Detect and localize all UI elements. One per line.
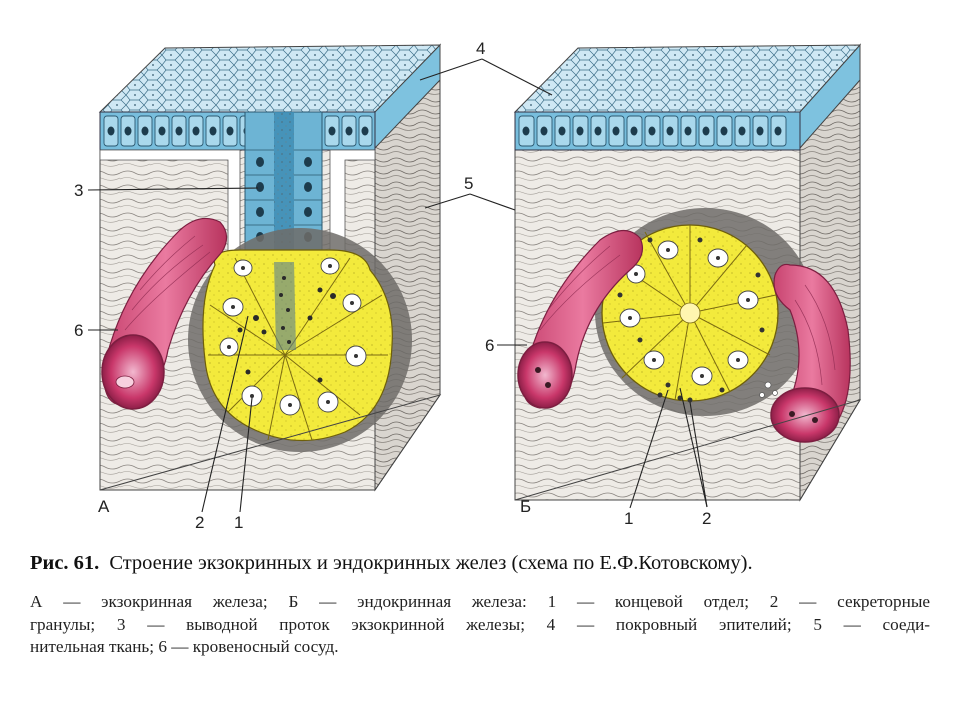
legend-line-1: А — экзокринная железа; Б — эндокринная … (30, 592, 930, 611)
figure-number: Рис. 61. (30, 552, 100, 574)
label-5-connective-tissue: 5 (464, 174, 474, 193)
figure-title: Строение экзокринных и эндокринных желез… (109, 552, 753, 574)
legend-line-2: гранулы; 3 — выводной проток экзокринной… (30, 614, 930, 634)
label-1-end-piece-a: 1 (234, 513, 244, 532)
panel-label-a: А (98, 497, 110, 516)
label-1-end-piece-b: 1 (624, 509, 634, 528)
panel-b-endocrine-gland (513, 43, 862, 502)
label-4-epithelium: 4 (476, 39, 486, 58)
legend-line-3: нительная ткань; 6 — кровеносный сосуд. (30, 637, 339, 656)
label-2-granules-b: 2 (702, 509, 712, 528)
figure-legend: А — экзокринная железа; Б — эндокринная … (30, 591, 930, 659)
panel-label-b: Б (520, 497, 532, 516)
label-6-vessel-a: 6 (74, 321, 84, 340)
label-leader-lines (87, 58, 708, 513)
figure-caption: Рис. 61. Строение экзокринных и эндокринн… (30, 552, 935, 575)
label-2-granules-a: 2 (195, 513, 205, 532)
panel-a-exocrine-gland (98, 43, 442, 492)
gland-illustration (87, 43, 862, 513)
label-3-duct: 3 (74, 181, 84, 200)
label-6-vessel-b: 6 (485, 336, 495, 355)
